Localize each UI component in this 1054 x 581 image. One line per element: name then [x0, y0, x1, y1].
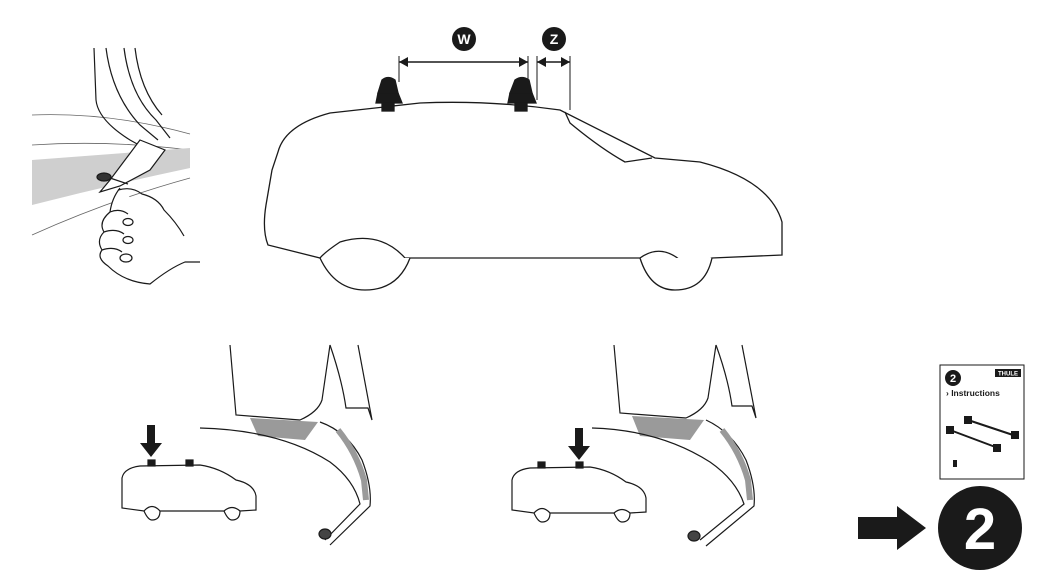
- mini-arrow-icon: [953, 460, 957, 467]
- hand-install-detail: [31, 47, 200, 285]
- arrow-right-icon: [858, 506, 926, 550]
- arrow-down-icon: [568, 428, 590, 460]
- next-step-number: 2: [964, 497, 996, 562]
- w-dimension-label: W: [457, 31, 471, 47]
- front-foot-placement: [121, 344, 373, 546]
- next-step-indicator: 2: [858, 486, 1022, 570]
- rear-foot-placement: [511, 344, 757, 547]
- z-dimension-marker: Z: [542, 27, 566, 51]
- roof-foot-rear: [507, 76, 537, 112]
- booklet-brand: THULE: [998, 372, 1018, 378]
- w-dimension-marker: W: [452, 27, 476, 51]
- car-side-view: [263, 56, 783, 291]
- z-dimension-label: Z: [550, 31, 559, 47]
- booklet-step-number: 2: [950, 373, 956, 385]
- roof-bars-icon: [946, 416, 1019, 452]
- roof-foot-front: [375, 76, 403, 112]
- arrow-down-icon: [140, 425, 162, 457]
- instruction-booklet: 2 THULE › Instructions: [939, 364, 1025, 480]
- booklet-heading: › Instructions: [946, 388, 1000, 398]
